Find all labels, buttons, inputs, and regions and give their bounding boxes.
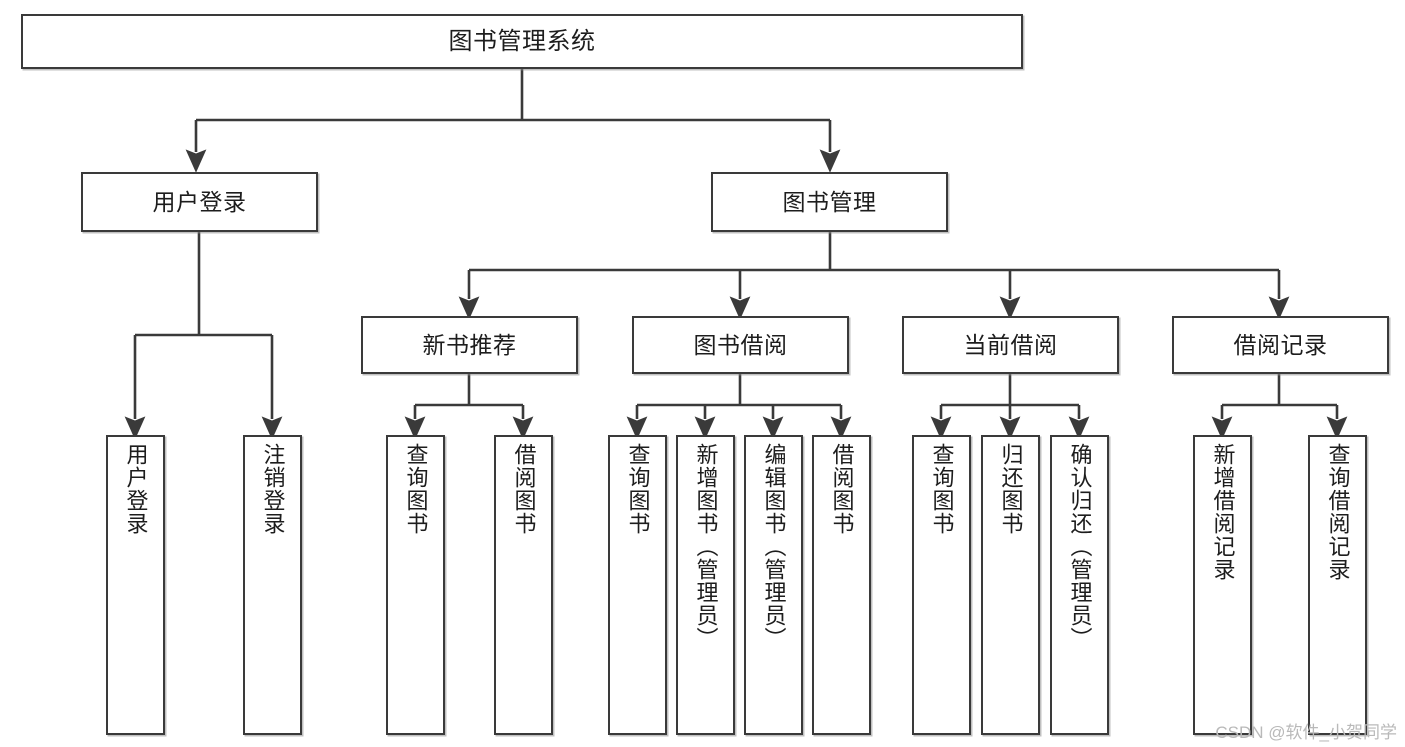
node-label: 用户登录 <box>123 443 149 535</box>
leaf-query-borrow-record[interactable]: 查询借阅记录 <box>1308 435 1367 735</box>
node-label: 图书管理 <box>782 188 877 215</box>
node-label: 查询图书 <box>625 443 651 535</box>
leaf-borrow-books-recommend[interactable]: 借阅图书 <box>494 435 553 735</box>
node-borrow-record[interactable]: 借阅记录 <box>1172 316 1389 374</box>
node-label: 借阅记录 <box>1233 331 1328 358</box>
leaf-edit-book-admin[interactable]: 编辑图书（管理员） <box>744 435 803 735</box>
node-label: 注销登录 <box>260 443 286 535</box>
leaf-return-books[interactable]: 归还图书 <box>981 435 1040 735</box>
leaf-query-books-borrow[interactable]: 查询图书 <box>608 435 667 735</box>
node-new-book-recommend[interactable]: 新书推荐 <box>361 316 578 374</box>
leaf-logout[interactable]: 注销登录 <box>243 435 302 735</box>
node-label: 新增借阅记录 <box>1210 443 1236 581</box>
leaf-query-books-current[interactable]: 查询图书 <box>912 435 971 735</box>
node-label: 图书借阅 <box>693 331 788 358</box>
node-root-book-management-system[interactable]: 图书管理系统 <box>21 14 1023 69</box>
node-book-management[interactable]: 图书管理 <box>711 172 948 232</box>
node-label: 用户登录 <box>152 188 247 215</box>
node-label: 借阅图书 <box>511 443 537 535</box>
watermark: CSDN @软件_小贺同学 <box>1215 723 1397 742</box>
node-label: 归还图书 <box>998 443 1024 535</box>
node-user-login[interactable]: 用户登录 <box>81 172 318 232</box>
node-label: 确认归还（管理员） <box>1067 443 1093 650</box>
leaf-user-login[interactable]: 用户登录 <box>106 435 165 735</box>
leaf-add-borrow-record[interactable]: 新增借阅记录 <box>1193 435 1252 735</box>
node-label: 查询图书 <box>929 443 955 535</box>
node-current-borrow[interactable]: 当前借阅 <box>902 316 1119 374</box>
node-label: 图书管理系统 <box>448 27 596 55</box>
leaf-query-books-recommend[interactable]: 查询图书 <box>386 435 445 735</box>
node-book-borrow[interactable]: 图书借阅 <box>632 316 849 374</box>
leaf-confirm-return-admin[interactable]: 确认归还（管理员） <box>1050 435 1109 735</box>
node-label: 编辑图书（管理员） <box>761 443 787 650</box>
node-label: 新书推荐 <box>422 331 517 358</box>
node-label: 借阅图书 <box>829 443 855 535</box>
node-label: 查询借阅记录 <box>1325 443 1351 581</box>
node-label: 新增图书（管理员） <box>693 443 719 650</box>
leaf-add-book-admin[interactable]: 新增图书（管理员） <box>676 435 735 735</box>
node-label: 查询图书 <box>403 443 429 535</box>
node-label: 当前借阅 <box>963 331 1058 358</box>
leaf-borrow-books[interactable]: 借阅图书 <box>812 435 871 735</box>
